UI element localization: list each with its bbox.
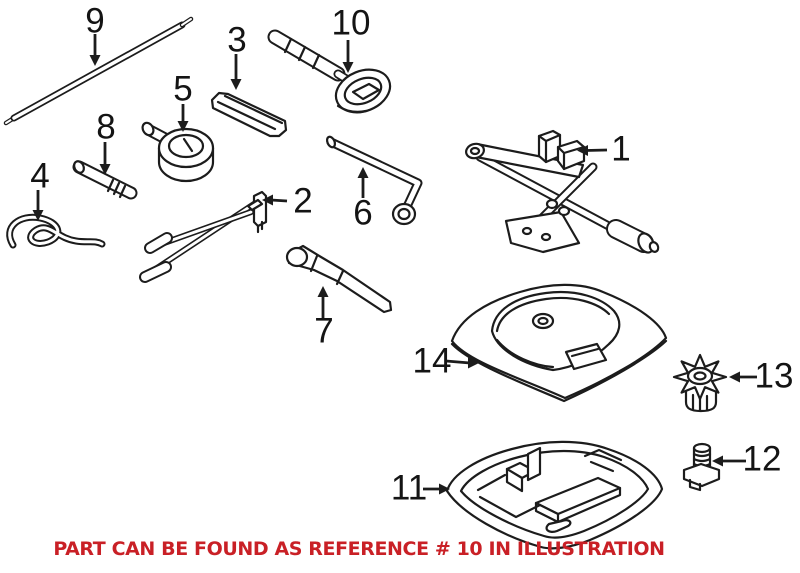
- part-11-foam-tray-drawing: [445, 440, 664, 550]
- part-2-crank-handle-drawing: [139, 190, 268, 283]
- part-6-lug-wrench-drawing: [325, 135, 423, 226]
- part-4-wire-hook-drawing: [6, 213, 106, 249]
- callout-5: 5: [173, 69, 193, 109]
- callout-14: 14: [412, 341, 452, 381]
- part-14-cover-drawing: [450, 283, 668, 403]
- callout-1: 1: [611, 129, 631, 169]
- callout-8: 8: [96, 107, 116, 147]
- callout-7: 7: [314, 311, 334, 351]
- callout-2: 2: [293, 181, 313, 221]
- callout-4: 4: [30, 156, 50, 196]
- part-7-extension-rod-drawing: [285, 244, 393, 314]
- part-1-scissor-jack-drawing: [465, 129, 660, 254]
- part-12-bolt-drawing: [682, 442, 721, 492]
- part-5-gauge-drawing: [141, 121, 215, 183]
- callout-13: 13: [754, 356, 794, 396]
- part-9-rod-drawing: [3, 16, 194, 126]
- part-13-star-knob-drawing: [672, 353, 728, 413]
- part-3-wedge-drawing: [210, 91, 288, 138]
- callout-3: 3: [227, 20, 247, 60]
- callout-10: 10: [331, 3, 371, 43]
- callout-6: 6: [353, 193, 373, 233]
- callout-9: 9: [85, 1, 105, 41]
- part-10-tow-hook-drawing: [267, 29, 392, 114]
- reference-caption: PART CAN BE FOUND AS REFERENCE # 10 IN I…: [53, 538, 665, 560]
- callout-12: 12: [742, 439, 782, 479]
- part-8-grip-rod-drawing: [72, 160, 138, 200]
- callout-arrows: [32, 34, 757, 495]
- callout-11: 11: [390, 468, 428, 508]
